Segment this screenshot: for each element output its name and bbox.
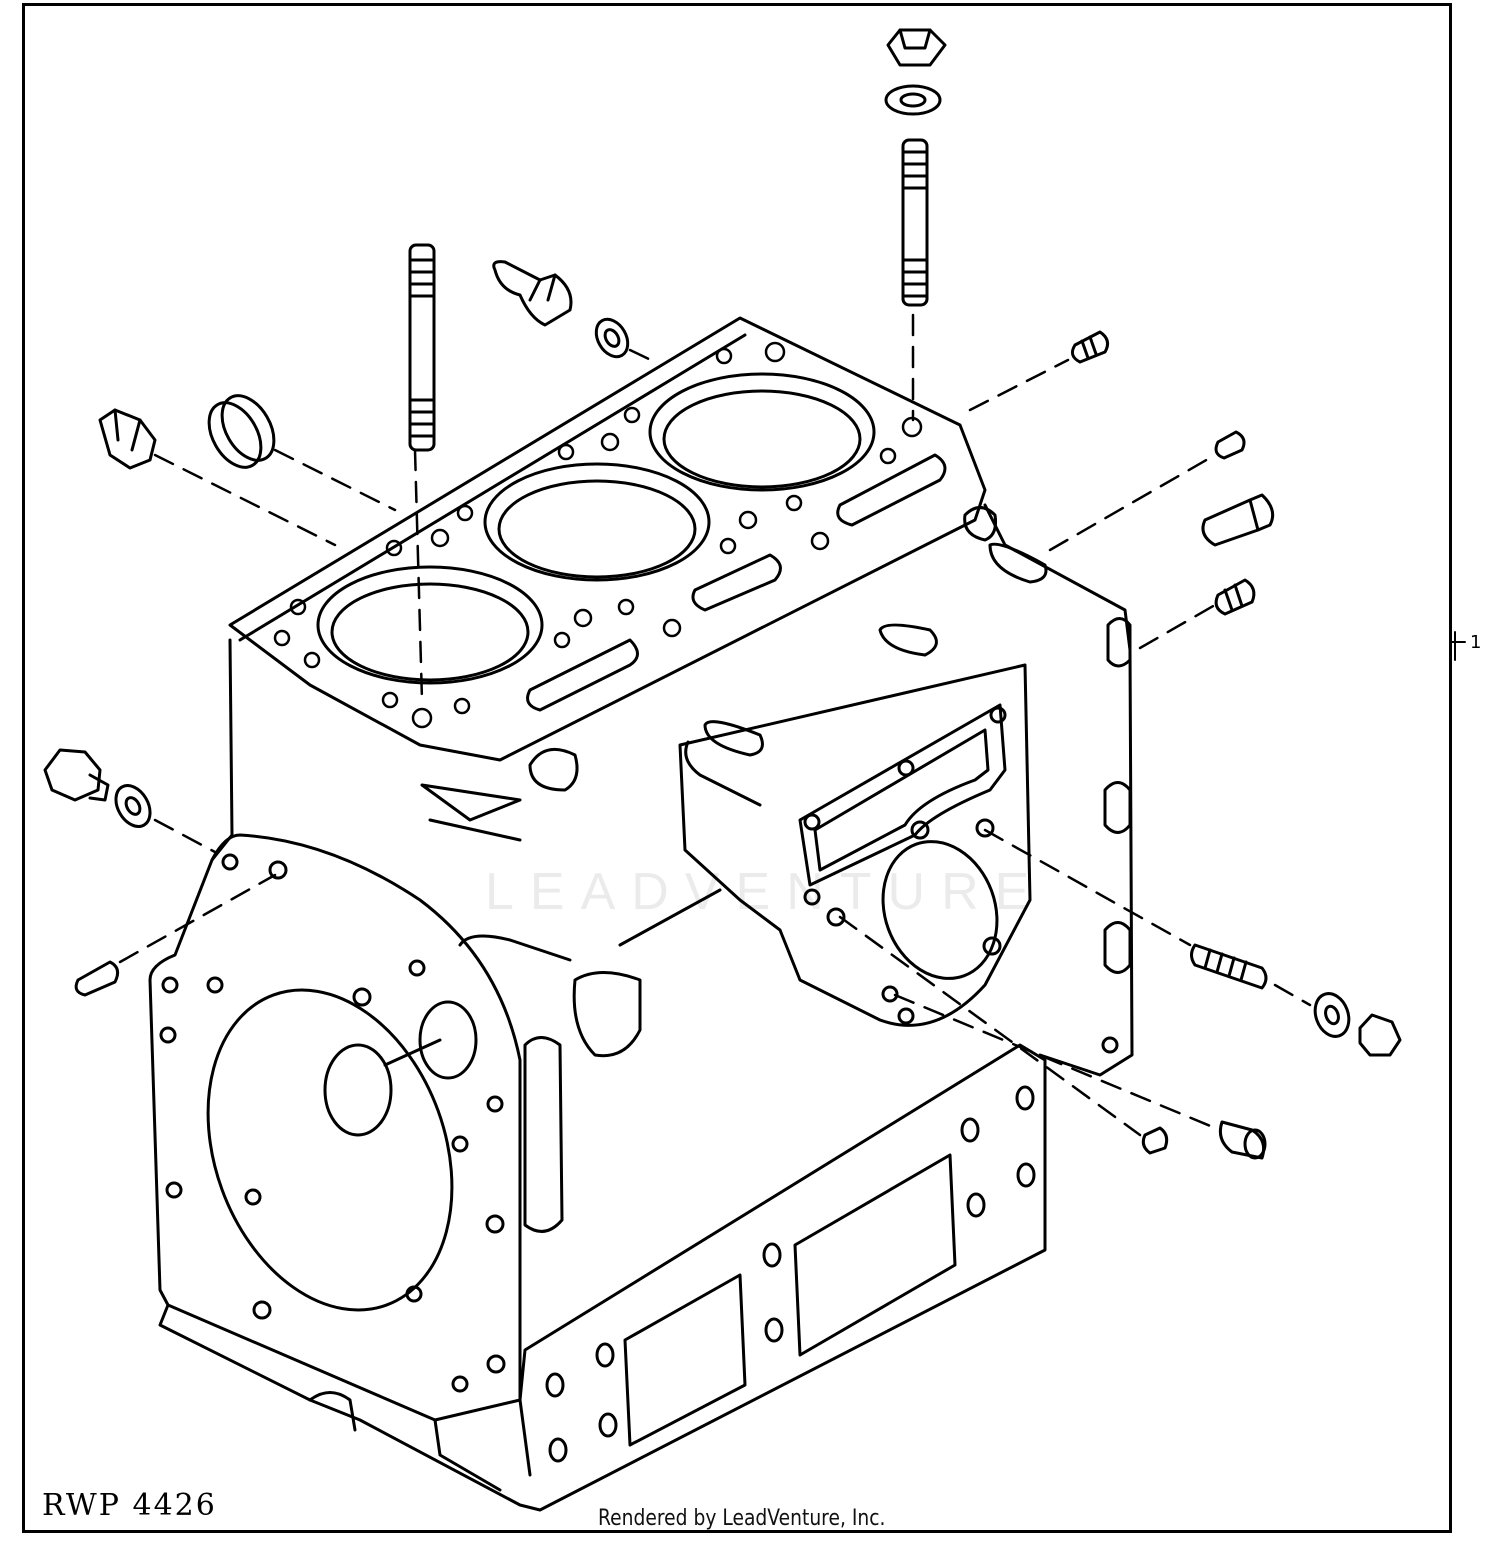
callout-label: 1: [1470, 632, 1482, 653]
dowel-front-small: [1141, 1126, 1169, 1155]
front-stud: [1190, 943, 1268, 990]
set-screw-top-right: [1070, 330, 1110, 364]
stud-washer-top: [884, 84, 942, 116]
deck-slots: [526, 453, 947, 712]
block-top-deck: [228, 316, 987, 762]
deck-holes: [273, 341, 923, 729]
fitting-washer: [594, 317, 630, 359]
rear-plug-washer: [114, 784, 152, 828]
cylinder-bore-2: [483, 462, 711, 582]
loose-parts: [43, 28, 1402, 1160]
front-stud-washer: [1313, 992, 1351, 1038]
dowel-pin-rear: [74, 960, 120, 997]
cylinder-bore-1: [316, 565, 544, 685]
crankshaft-hole: [323, 1043, 393, 1137]
cylinder-bore-3: [648, 372, 876, 492]
block-body: [210, 503, 1132, 1058]
oil-pressure-fitting: [492, 260, 573, 327]
camshaft-bore: [881, 840, 999, 980]
dowel-front-large: [1218, 1120, 1267, 1160]
front-stud-nut: [1358, 1013, 1402, 1057]
expansion-plug: [207, 394, 276, 469]
sensor-fitting: [1201, 493, 1275, 547]
front-flange: [678, 648, 1134, 1077]
rear-pipe-plug: [43, 748, 110, 802]
drain-plug-left: [98, 408, 157, 470]
callout-leader: [1449, 631, 1466, 661]
set-screw-right: [1214, 578, 1256, 616]
cylinder-bores: [316, 372, 876, 685]
oil-pan-rail: [158, 1043, 1047, 1512]
leader-lines: [118, 313, 1312, 1137]
cylinder-head-stud-left: [408, 243, 436, 452]
figure-code: RWP 4426: [42, 1488, 217, 1523]
watermark: LEADVENTURE: [485, 863, 1046, 921]
stud-nut-top: [886, 28, 947, 67]
diagram-frame: [22, 3, 1452, 1533]
dowel-top-right: [1214, 430, 1246, 460]
rear-seal-bore: [206, 988, 454, 1312]
rear-flange: [148, 833, 522, 1422]
credit-text: Rendered by LeadVenture, Inc.: [598, 1506, 886, 1531]
cylinder-head-stud-right: [901, 138, 929, 307]
